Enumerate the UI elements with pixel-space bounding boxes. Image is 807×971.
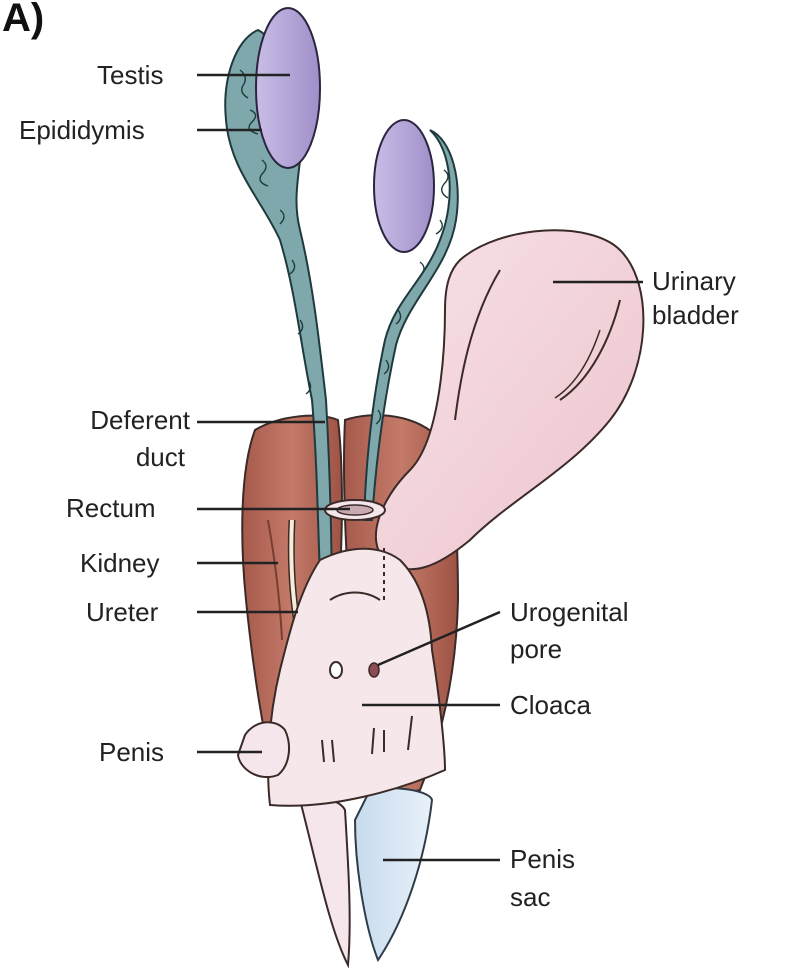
label-testis: Testis xyxy=(97,58,163,92)
label-rectum: Rectum xyxy=(66,491,156,525)
label-urinary-bladder-line1: Urinary xyxy=(652,264,736,298)
testis-left xyxy=(256,8,320,168)
testis-right xyxy=(374,120,434,252)
label-urinary-bladder-line2: bladder xyxy=(652,298,739,332)
penis-sac xyxy=(355,788,432,960)
label-cloaca: Cloaca xyxy=(510,688,591,722)
penis-bulb xyxy=(238,722,289,777)
label-epididymis: Epididymis xyxy=(19,113,145,147)
label-ureter: Ureter xyxy=(86,595,158,629)
label-penis: Penis xyxy=(99,735,164,769)
label-kidney: Kidney xyxy=(80,546,160,580)
label-urogenital-pore-line1: Urogenital xyxy=(510,595,629,629)
label-deferent-duct-line1: Deferent xyxy=(40,403,190,437)
label-penis-sac-line2: sac xyxy=(510,880,550,914)
label-penis-sac-line1: Penis xyxy=(510,842,575,876)
label-deferent-duct-line2: duct xyxy=(40,440,185,474)
penis-lower xyxy=(300,798,350,965)
label-urogenital-pore-line2: pore xyxy=(510,632,562,666)
